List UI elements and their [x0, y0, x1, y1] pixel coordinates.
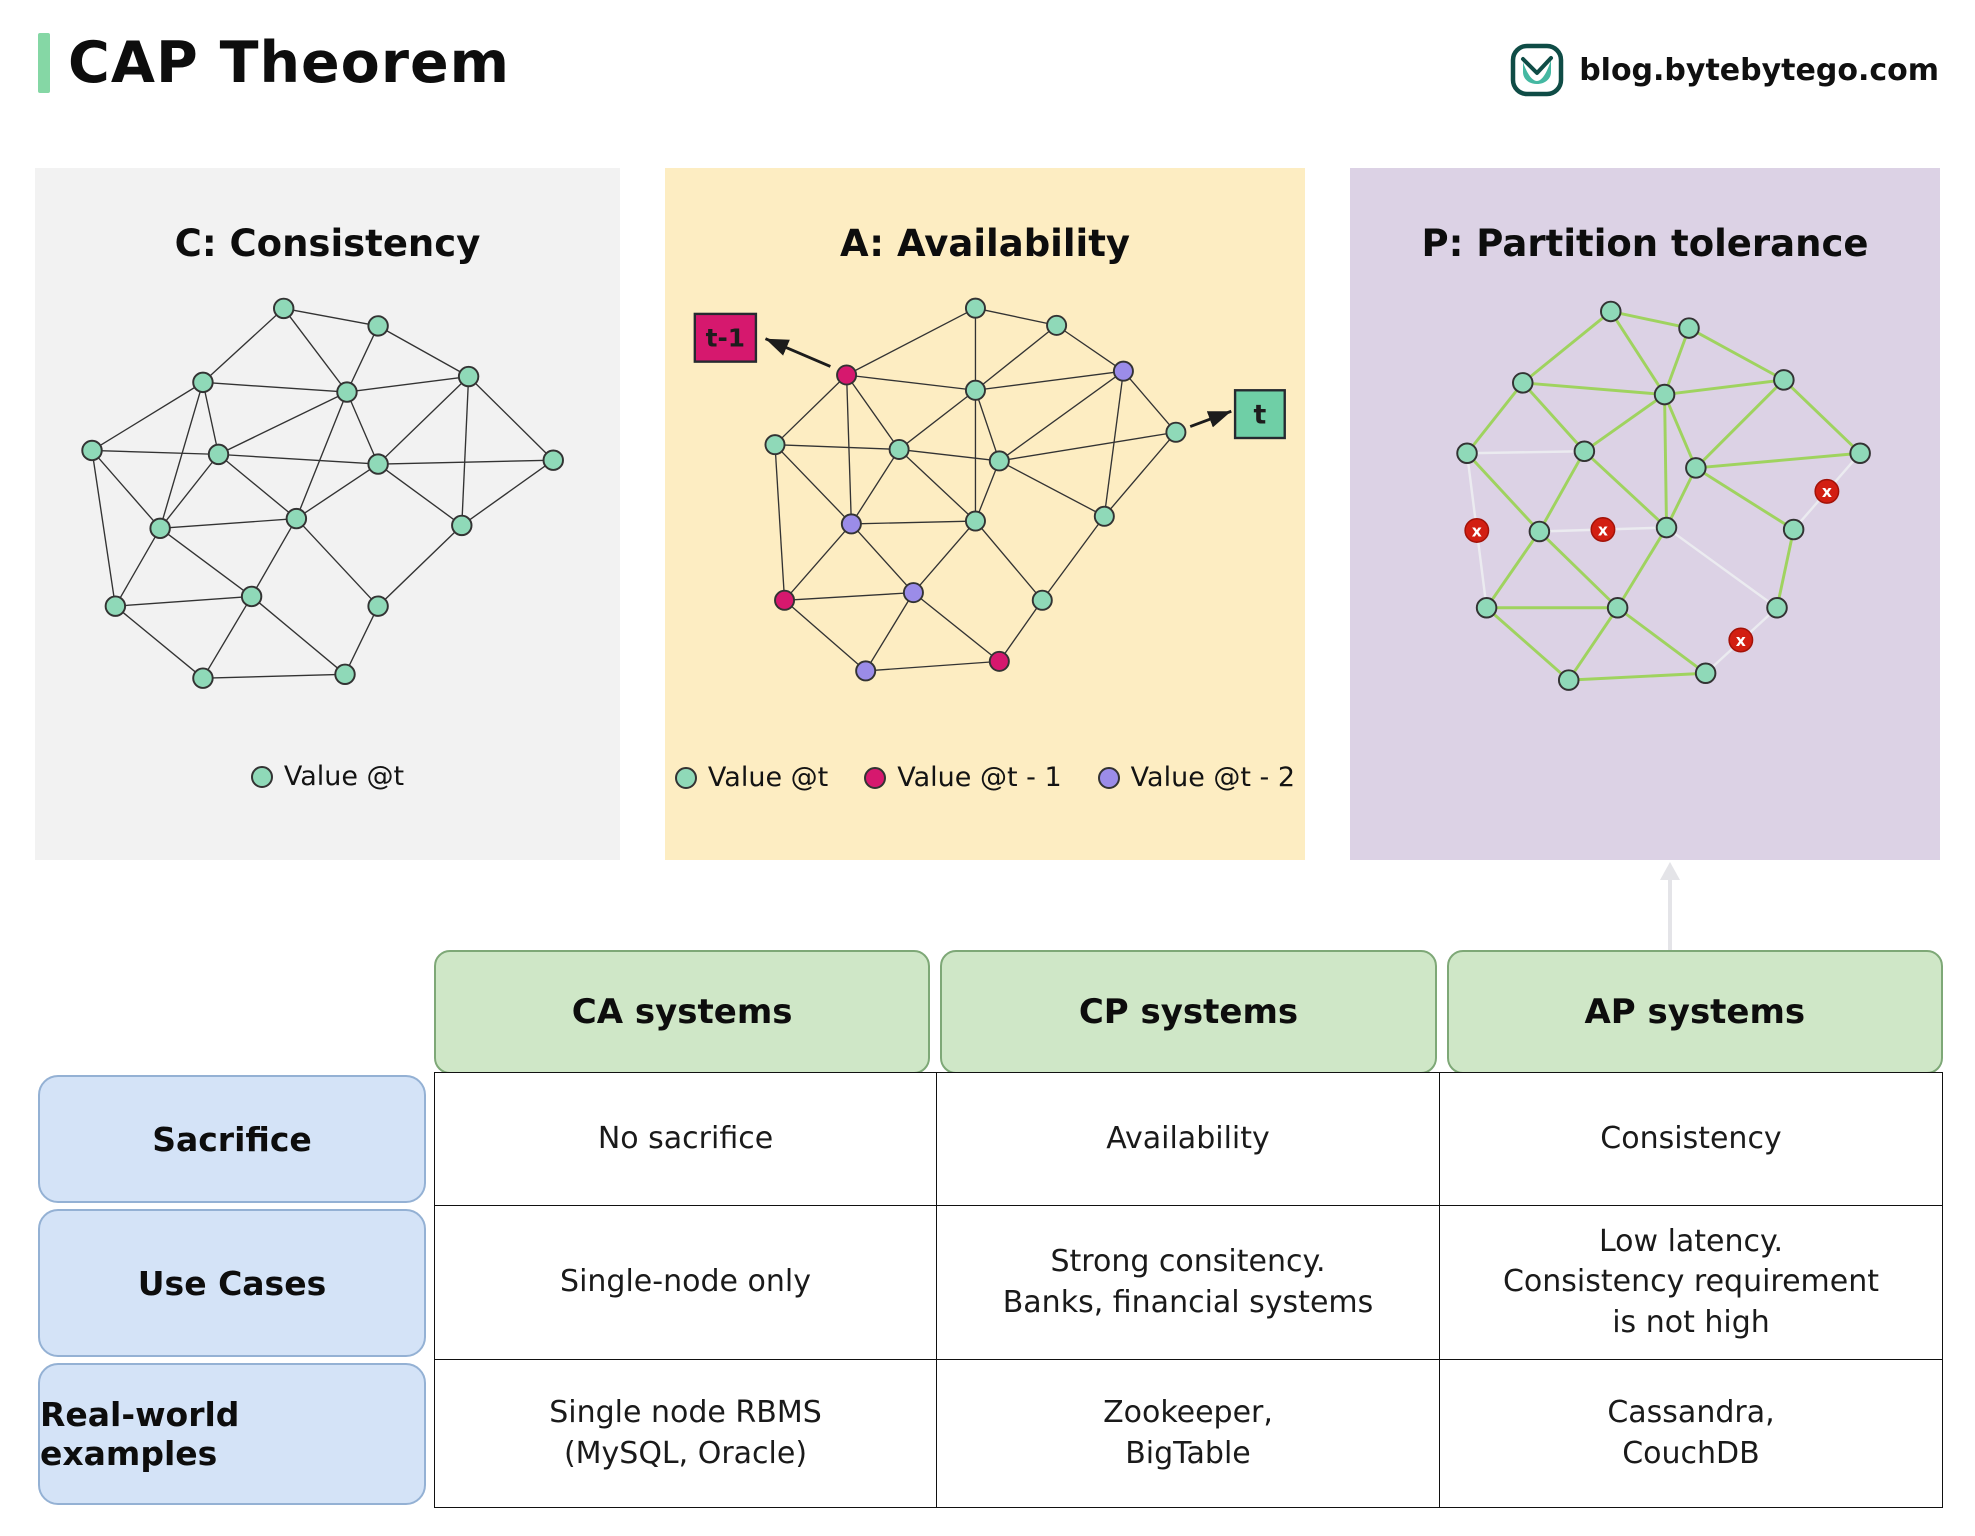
title-accent-bar — [38, 33, 50, 93]
cell-sacrifice-cp: Availability — [937, 1072, 1440, 1206]
broken-link-icon: x — [1590, 517, 1616, 542]
panel-partition: P: Partition tolerance — [1350, 168, 1940, 860]
consistency-graph-svg — [81, 297, 564, 689]
partition-title: P: Partition tolerance — [1421, 222, 1869, 265]
value-t1-dot-icon — [864, 766, 887, 789]
legend-item-value-t: Value @t — [250, 761, 405, 792]
table-row-real-world-examples: Real-world examples Single node RBMS (My… — [38, 1360, 1943, 1508]
legend-item-value-t: Value @t — [674, 762, 829, 793]
graph-edges — [774, 307, 1177, 672]
graph-nodes — [1456, 300, 1871, 691]
value-t-dot-icon — [250, 765, 273, 788]
table-row-use-cases: Use Cases Single-node only Strong consit… — [38, 1206, 1943, 1360]
t-minus-1-tag-label: t-1 — [706, 323, 745, 352]
availability-legend: Value @t Value @t - 1 Value @t - 2 — [665, 762, 1305, 793]
row-label-wrap: Use Cases — [38, 1206, 434, 1360]
broken-x-glyph: x — [1736, 631, 1746, 650]
broken-x-glyph: x — [1822, 482, 1832, 501]
legend-label: Value @t - 2 — [1130, 762, 1296, 793]
t-tag: t — [1233, 389, 1286, 440]
systems-comparison-table: CA systems CP systems AP systems Sacrifi… — [38, 950, 1943, 1508]
table-column-headers: CA systems CP systems AP systems — [434, 950, 1943, 1074]
bytebytego-logo-icon — [1510, 43, 1564, 97]
cell-sacrifice-ap: Consistency — [1440, 1072, 1943, 1206]
value-t-dot-icon — [674, 766, 697, 789]
column-header-ap-systems: AP systems — [1446, 950, 1943, 1074]
cell-examples-ap: Cassandra, CouchDB — [1440, 1360, 1943, 1508]
column-header-cp-systems: CP systems — [940, 950, 1437, 1074]
panels-row: C: Consistency — [35, 168, 1940, 860]
t-arrow — [1189, 409, 1232, 428]
table-to-partition-arrow-icon — [1660, 862, 1680, 950]
row-label-wrap: Sacrifice — [38, 1072, 434, 1206]
column-header-ca-systems: CA systems — [434, 950, 931, 1074]
graph-edges — [91, 307, 554, 679]
t-tag-label: t — [1254, 400, 1267, 431]
row-cells: Single node RBMS (MySQL, Oracle) Zookeep… — [434, 1360, 1943, 1508]
broken-x-glyph: x — [1472, 521, 1482, 540]
row-label-sacrifice: Sacrifice — [38, 1075, 426, 1203]
legend-item-value-t1: Value @t - 1 — [864, 762, 1062, 793]
cell-examples-cp: Zookeeper, BigTable — [937, 1360, 1440, 1508]
cell-examples-ca: Single node RBMS (MySQL, Oracle) — [434, 1360, 937, 1508]
consistency-title: C: Consistency — [174, 222, 481, 265]
legend-label: Value @t — [283, 761, 405, 792]
site-url: blog.bytebytego.com — [1579, 52, 1939, 88]
page-header: CAP Theorem — [38, 30, 510, 96]
t-minus-1-tag: t-1 — [693, 312, 758, 363]
panel-consistency: C: Consistency — [35, 168, 620, 860]
t-minus-1-arrow — [764, 337, 831, 368]
site-badge: blog.bytebytego.com — [1509, 42, 1939, 98]
availability-title: A: Availability — [839, 222, 1131, 265]
broken-link-icon: x — [1728, 627, 1754, 653]
consistency-legend: Value @t — [35, 761, 620, 792]
cell-use-cases-ca: Single-node only — [434, 1206, 937, 1360]
graph-nodes — [81, 297, 564, 689]
row-label-use-cases: Use Cases — [38, 1209, 426, 1357]
value-t2-dot-icon — [1097, 766, 1120, 789]
legend-label: Value @t - 1 — [897, 762, 1062, 793]
graph-nodes — [764, 297, 1187, 682]
broken-x-glyph: x — [1598, 520, 1608, 539]
panel-availability: A: Availability — [665, 168, 1305, 860]
table-row-sacrifice: Sacrifice No sacrifice Availability Cons… — [38, 1072, 1943, 1206]
legend-item-value-t2: Value @t - 2 — [1097, 762, 1296, 793]
broken-link-icon: x — [1464, 518, 1490, 543]
broken-link-icon: x — [1814, 478, 1840, 504]
partition-graph-svg: x x x x — [1456, 300, 1871, 691]
availability-graph-svg: t-1 t — [693, 297, 1286, 682]
cell-use-cases-ap: Low latency. Consistency requirement is … — [1440, 1206, 1943, 1360]
row-label-real-world-examples: Real-world examples — [38, 1363, 426, 1505]
graph-edges — [1465, 310, 1862, 682]
row-cells: No sacrifice Availability Consistency — [434, 1072, 1943, 1206]
cell-use-cases-cp: Strong consitency. Banks, financial syst… — [937, 1206, 1440, 1360]
row-label-wrap: Real-world examples — [38, 1360, 434, 1508]
cell-sacrifice-ca: No sacrifice — [434, 1072, 937, 1206]
legend-label: Value @t — [707, 762, 829, 793]
row-cells: Single-node only Strong consitency. Bank… — [434, 1206, 1943, 1360]
page-title: CAP Theorem — [68, 30, 511, 96]
broken-graph-edges — [1465, 450, 1862, 675]
